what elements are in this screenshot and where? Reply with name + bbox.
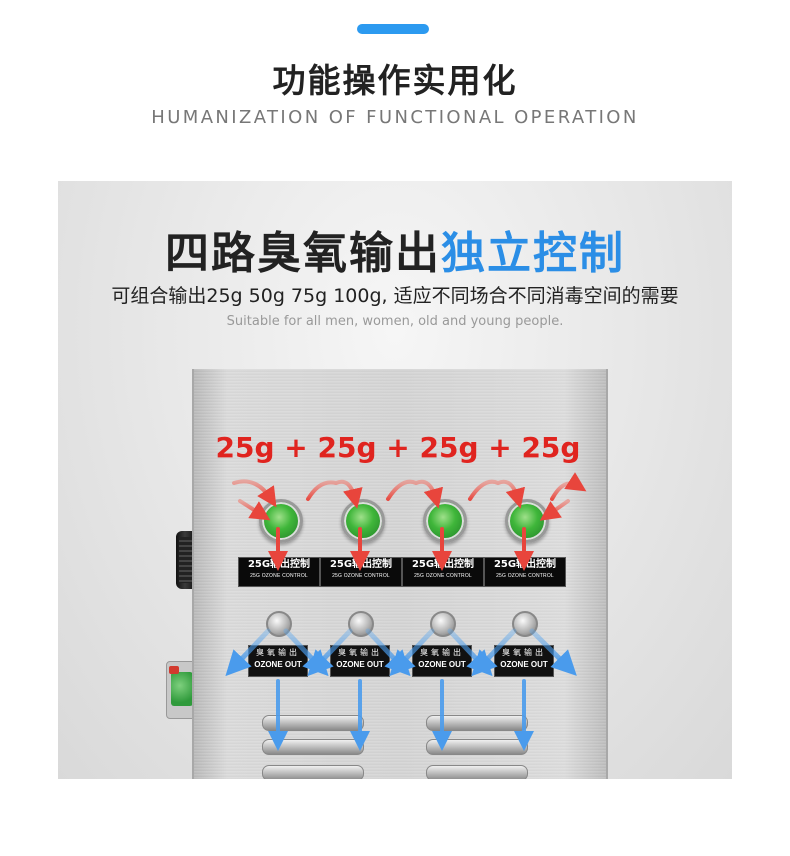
channel-4-ozone-outlet — [512, 611, 538, 637]
vent-slot — [426, 765, 528, 779]
channel-4-outlet-label-cn: 臭氧输出 — [502, 648, 546, 657]
vent-slot — [262, 715, 364, 731]
channel-2-outlet-label-en: OZONE OUT — [336, 660, 384, 669]
control-knob — [176, 531, 196, 589]
header-accent-bar — [357, 24, 429, 34]
page-subtitle: HUMANIZATION OF FUNCTIONAL OPERATION — [151, 107, 639, 128]
power-switch-rocker — [169, 666, 193, 706]
vent-slot — [426, 715, 528, 731]
channel-2-outlet-label-cn: 臭氧输出 — [338, 648, 382, 657]
channel-4-outlet-label-en: OZONE OUT — [500, 660, 548, 669]
product-feature-panel: 四路臭氧输出独立控制 可组合输出25g 50g 75g 100g, 适应不同场合… — [58, 181, 732, 779]
channel-3-outlet-label-cn: 臭氧输出 — [420, 648, 464, 657]
page-title: 功能操作实用化 — [272, 61, 518, 100]
channel-3-outlet-label-en: OZONE OUT — [418, 660, 466, 669]
power-switch — [166, 661, 196, 719]
channel-2-control-label-sub: 25G OZONE CONTROL — [332, 573, 390, 579]
output-channel-1: 25G输出控制 25G OZONE CONTROL 臭氧输出 OZONE OUT — [238, 499, 320, 699]
vent-slot — [262, 765, 364, 779]
feature-title: 四路臭氧输出独立控制 — [58, 217, 732, 281]
channel-1-outlet-label-en: OZONE OUT — [254, 660, 302, 669]
channel-3-control-label-sub: 25G OZONE CONTROL — [414, 573, 472, 579]
channel-1-outlet-label-cn: 臭氧输出 — [256, 648, 300, 657]
airflow-arrows — [225, 472, 587, 751]
channel-4-control-label-sub: 25G OZONE CONTROL — [496, 573, 554, 579]
output-weights-formula: 25g + 25g + 25g + 25g — [215, 431, 581, 464]
channel-1-control-label-sub: 25G OZONE CONTROL — [250, 573, 308, 579]
feature-description: 可组合输出25g 50g 75g 100g, 适应不同场合不同消毒空间的需要 — [111, 285, 679, 307]
feature-title-highlight: 独立控制 — [441, 228, 625, 279]
feature-english-caption: Suitable for all men, women, old and you… — [226, 314, 564, 329]
channel-2-outlet-label: 臭氧输出 OZONE OUT — [330, 645, 390, 677]
feature-title-main: 四路臭氧输出 — [165, 228, 441, 279]
